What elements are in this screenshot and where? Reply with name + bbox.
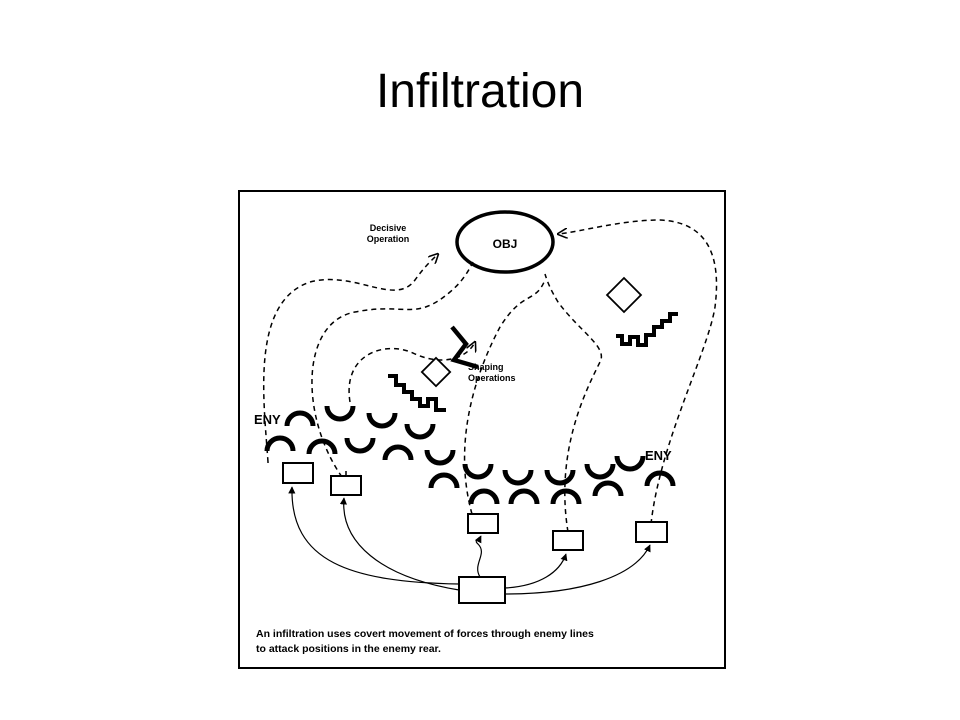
route-shaping-a bbox=[311, 261, 474, 478]
enemy-label-left: ENY bbox=[254, 412, 281, 427]
enemy-position-arc bbox=[306, 438, 338, 455]
enemy-position-arc bbox=[584, 463, 616, 480]
enemy-position-arc bbox=[644, 470, 676, 487]
enemy-position-arc bbox=[468, 488, 500, 505]
arrow-to-unit-2 bbox=[339, 497, 460, 591]
shaping-label-line2: Operations bbox=[468, 373, 516, 383]
dispersal-arrows bbox=[288, 486, 651, 595]
enemy-position-arc bbox=[614, 455, 646, 472]
enemy-position-arc bbox=[382, 444, 414, 461]
enemy-position-arc bbox=[462, 463, 494, 480]
shaping-label-line1: Shaping bbox=[468, 362, 504, 372]
zigzag-left bbox=[388, 374, 446, 412]
caption-line2: to attack positions in the enemy rear. bbox=[256, 643, 441, 655]
enemy-position-arc bbox=[284, 410, 316, 427]
diamond-left bbox=[420, 356, 452, 388]
unit-box-source bbox=[458, 576, 506, 604]
unit-box-3 bbox=[467, 513, 499, 534]
enemy-position-arc bbox=[404, 423, 436, 440]
enemy-label-right: ENY bbox=[645, 448, 672, 463]
unit-connectors bbox=[267, 462, 347, 476]
caption-line1: An infiltration uses covert movement of … bbox=[256, 628, 594, 640]
decisive-label-line2: Operation bbox=[367, 234, 410, 244]
objective-ellipse bbox=[455, 210, 555, 274]
enemy-position-arc bbox=[508, 488, 540, 505]
zigzag-right bbox=[616, 312, 678, 347]
enemy-position-arc bbox=[592, 480, 624, 497]
arrow-to-unit-4 bbox=[504, 553, 568, 589]
unit-box-4 bbox=[552, 530, 584, 551]
unit-box-1 bbox=[282, 462, 314, 484]
enemy-position-arc bbox=[344, 437, 376, 454]
infiltration-diagram: OBJ Decisive Operation Shaping Operation… bbox=[254, 210, 718, 655]
enemy-position-arc bbox=[424, 449, 456, 466]
unit-box-2 bbox=[330, 475, 362, 496]
enemy-positions bbox=[264, 405, 676, 505]
route-right-a bbox=[544, 273, 603, 533]
slide-title: Infiltration bbox=[375, 65, 585, 118]
arrow-to-unit-1 bbox=[288, 486, 460, 585]
enemy-position-arc bbox=[324, 405, 356, 422]
enemy-position-arc bbox=[366, 412, 398, 429]
route-right-b bbox=[558, 219, 718, 525]
objective-label: OBJ bbox=[493, 237, 518, 251]
unit-box-5 bbox=[635, 521, 668, 543]
bent-arrow-symbol bbox=[450, 325, 479, 370]
enemy-position-arc bbox=[264, 435, 296, 452]
route-shaping-c bbox=[463, 279, 546, 515]
enemy-position-arc bbox=[428, 472, 460, 489]
infiltration-routes bbox=[263, 219, 718, 533]
arrow-to-unit-5 bbox=[504, 544, 651, 595]
diagram-frame: OBJ Decisive Operation Shaping Operation… bbox=[238, 190, 726, 669]
enemy-position-arc bbox=[502, 469, 534, 486]
enemy-position-arc bbox=[544, 469, 576, 486]
route-decisive bbox=[263, 254, 438, 463]
arrow-to-unit-3 bbox=[474, 535, 483, 578]
diamond-right bbox=[605, 276, 643, 314]
decisive-label-line1: Decisive bbox=[370, 223, 407, 233]
enemy-position-arc bbox=[550, 488, 582, 505]
